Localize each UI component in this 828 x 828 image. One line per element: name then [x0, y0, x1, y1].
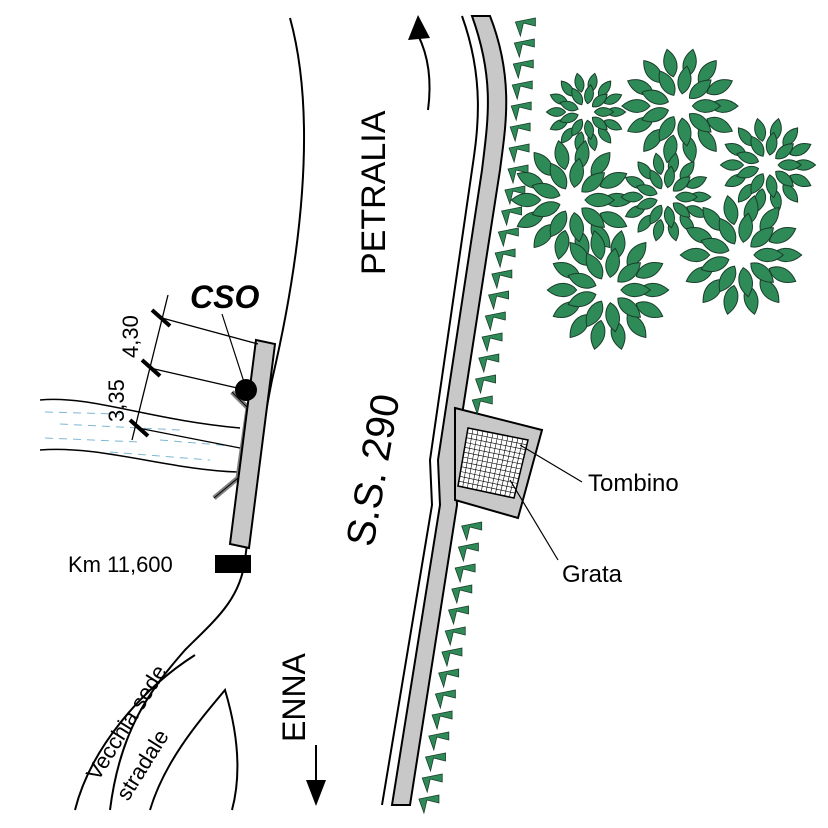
right-shoulder-inner-line: [381, 15, 479, 806]
tree-canopy: [679, 195, 803, 315]
grass-tuft: [514, 17, 536, 38]
cso-label: CSO: [190, 279, 259, 315]
cso-roadside-strip: [228, 338, 277, 550]
grass-tuft: [478, 353, 500, 374]
grass-tuft: [428, 731, 450, 752]
right-shoulder-strip: [390, 15, 508, 806]
old-road-island: [149, 687, 239, 811]
grass-tuft: [491, 269, 513, 290]
grass-tuft: [421, 773, 443, 794]
grass-tuft: [434, 689, 456, 710]
dimension-lower-label: 3,35: [104, 379, 129, 422]
grass-tuft: [424, 752, 446, 773]
tree-canopy: [719, 117, 817, 213]
arrow-petralia: [408, 15, 431, 111]
grass-tuft: [512, 59, 534, 80]
grass-tuft: [509, 122, 531, 143]
cso-leader: [221, 313, 245, 383]
grass-tuft: [431, 710, 453, 731]
grass-tufts: [418, 17, 536, 815]
tree-canopy: [510, 140, 634, 260]
km-label: Km 11,600: [68, 552, 173, 577]
tree-canopy: [620, 152, 712, 242]
grass-tuft: [510, 101, 532, 122]
arrow-enna: [306, 744, 326, 806]
road-name-label: S.S. 290: [339, 391, 409, 550]
tombino-leader: [519, 444, 583, 483]
grass-tuft: [454, 563, 476, 584]
grass-tuft: [484, 311, 506, 332]
grass-tuft: [513, 38, 535, 59]
grass-tuft: [511, 80, 533, 101]
tree-canopy: [546, 230, 670, 350]
grass-tuft: [504, 185, 526, 206]
grass-tuft: [444, 626, 466, 647]
grass-tuft: [481, 332, 503, 353]
grass-tuft: [494, 248, 516, 269]
grass-tuft: [461, 521, 483, 542]
tombino-label: Tombino: [588, 470, 679, 497]
grass-tuft: [451, 584, 473, 605]
petralia-label: PETRALIA: [355, 110, 393, 275]
grass-tuft: [501, 206, 523, 227]
grata-label: Grata: [562, 561, 623, 588]
grass-tuft: [471, 395, 493, 416]
stream: [39, 398, 241, 473]
trees: [510, 48, 817, 350]
grass-tuft: [441, 647, 463, 668]
grass-tuft: [497, 227, 519, 248]
grass-tuft: [508, 143, 530, 164]
tree-canopy: [545, 72, 627, 152]
grass-tuft: [448, 605, 469, 626]
enna-label: ENNA: [276, 652, 312, 742]
grata-leader: [509, 479, 559, 561]
grass-tuft: [475, 374, 496, 395]
grass-tuft: [418, 794, 440, 815]
grass-tuft: [438, 668, 460, 689]
tree-canopy: [621, 48, 739, 164]
grass-tuft: [507, 164, 529, 185]
grass-tuft: [488, 290, 510, 311]
dimension-upper-label: 4,30: [118, 315, 143, 358]
grass-tuft: [457, 542, 479, 563]
old-road-edge: [74, 654, 196, 811]
km-marker: [215, 555, 251, 573]
dimension-lines: [128, 294, 259, 449]
